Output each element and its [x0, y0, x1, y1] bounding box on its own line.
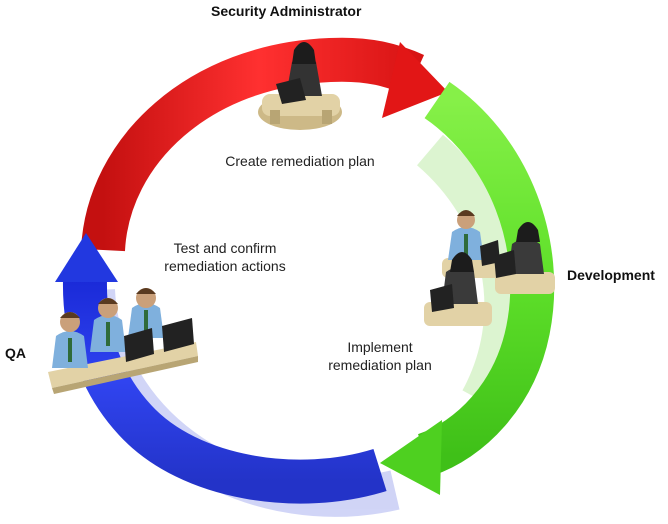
step-label-test-and-confirm: Test and confirm remediation actions [140, 239, 310, 275]
step-line: Test and confirm [173, 240, 277, 256]
step-label-create-remediation-plan: Create remediation plan [210, 152, 390, 170]
step-line: remediation plan [328, 357, 432, 373]
step-line: Create remediation plan [225, 153, 375, 169]
role-label-qa: QA [5, 345, 26, 361]
step-label-implement-remediation-plan: Implement remediation plan [305, 338, 455, 374]
security-admin-worker-icon [258, 42, 342, 130]
role-label-development: Development [567, 267, 655, 283]
blue-cycle-arrow-icon [55, 233, 387, 504]
qa-team-icon [48, 288, 198, 394]
role-label-security-administrator: Security Administrator [211, 3, 362, 19]
development-team-icon [424, 210, 555, 326]
red-cycle-arrow-icon [81, 37, 448, 252]
green-cycle-arrow-icon [380, 81, 555, 495]
step-line: remediation actions [164, 258, 286, 274]
step-line: Implement [347, 339, 413, 355]
